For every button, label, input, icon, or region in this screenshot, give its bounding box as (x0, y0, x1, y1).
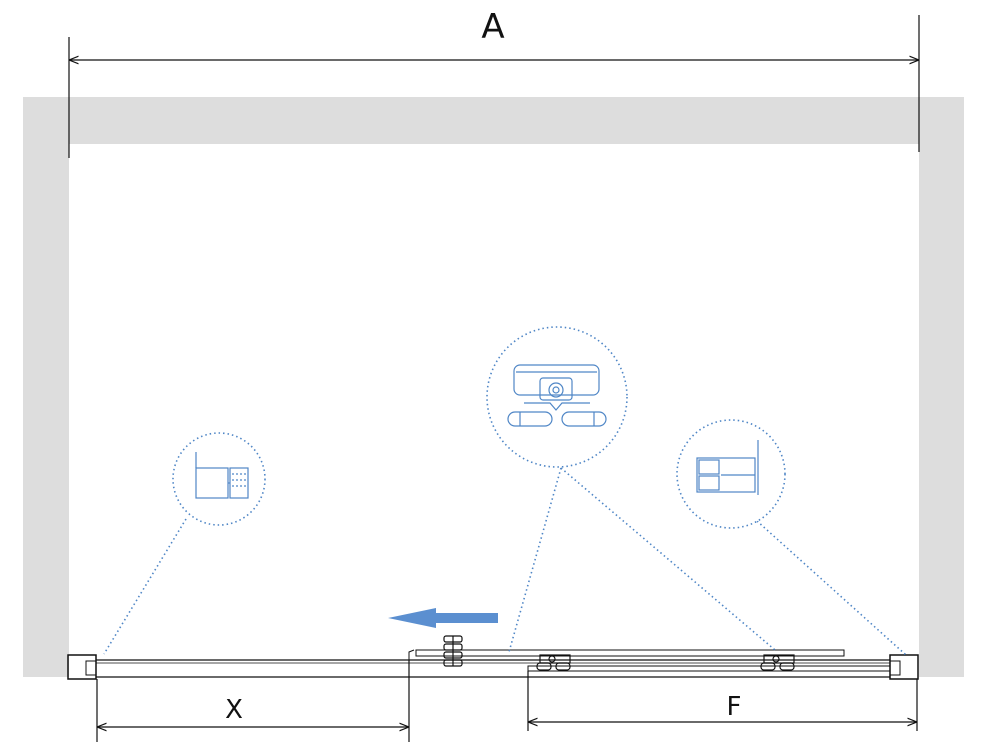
sliding-door-panel (415, 649, 845, 657)
arrow-left-icon (388, 608, 498, 628)
dimension-f: F (527, 671, 918, 731)
detail-leaders (103, 467, 907, 656)
dimension-a-label: A (481, 7, 504, 47)
roller-right (760, 654, 795, 671)
roller-carriage-detail (486, 326, 628, 468)
dimension-x-label: X (225, 695, 243, 725)
wall-profile-detail-right (676, 419, 786, 529)
roller-left (536, 654, 571, 671)
wall-outline (23, 97, 964, 677)
door-handle (443, 635, 463, 667)
door-rails (67, 649, 919, 680)
dimension-x: X (96, 660, 410, 742)
wall-profile-detail-left (172, 432, 266, 526)
fixed-panel (527, 665, 891, 672)
dimension-a: A (68, 7, 920, 158)
dimension-f-label: F (727, 692, 742, 722)
